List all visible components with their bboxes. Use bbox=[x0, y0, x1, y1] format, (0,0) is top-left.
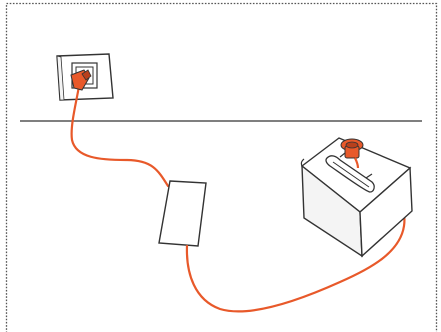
dotted-frame bbox=[5, 2, 438, 332]
battery-plug-icon bbox=[340, 138, 364, 169]
wall-plug-icon bbox=[70, 69, 92, 91]
charger-box bbox=[158, 180, 207, 247]
charging-cable bbox=[70, 84, 170, 188]
battery-icon bbox=[300, 137, 413, 258]
